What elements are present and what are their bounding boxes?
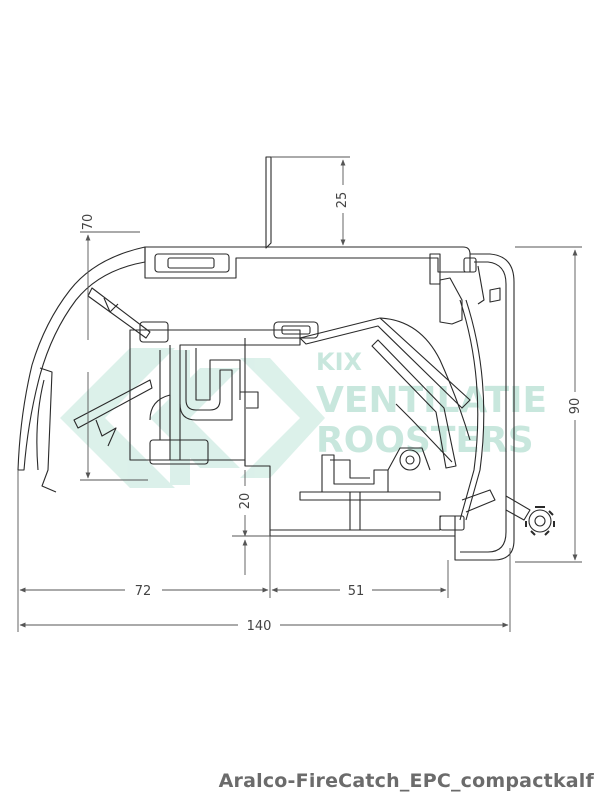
dimension-lines [17, 156, 582, 632]
drawing-caption: Aralco-FireCatch_EPC_compactkalf [218, 770, 594, 792]
dim-label-bottom-left: 72 [135, 584, 152, 599]
dim-label-top-height: 25 [335, 192, 350, 209]
watermark-logo-icon [60, 348, 325, 488]
dim-label-left-height: 70 [81, 214, 96, 231]
dim-label-right-height: 90 [568, 398, 583, 415]
watermark-line-1: KIX [316, 348, 363, 376]
dim-label-bottom-small: 20 [238, 493, 253, 510]
dimension-labels: 25 70 90 20 72 51 140 [81, 192, 583, 634]
profile-cross-section [17, 156, 555, 561]
watermark-line-3: ROOSTERS [316, 420, 534, 461]
dim-label-overall-width: 140 [247, 619, 272, 634]
watermark: KIX VENTILATIE ROOSTERS [60, 348, 547, 488]
dim-label-bottom-right: 51 [348, 584, 365, 599]
watermark-line-2: VENTILATIE [316, 380, 547, 421]
